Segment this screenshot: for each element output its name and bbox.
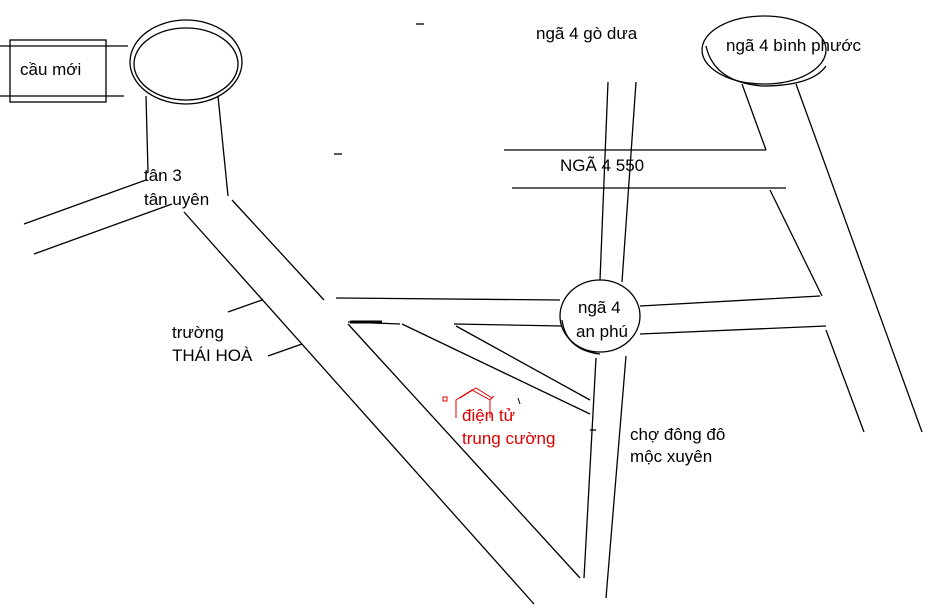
label-nga4-550: NGÃ 4 550 bbox=[560, 156, 644, 175]
label-dien-tu: điện tử bbox=[462, 406, 515, 425]
label-cau-moi: cầu mới bbox=[20, 60, 81, 79]
roundabout-top-left bbox=[129, 19, 243, 105]
label-tan3: tân 3 bbox=[144, 166, 182, 185]
stray-marks bbox=[334, 23, 424, 324]
label-trung-cuong: trung cường bbox=[462, 429, 555, 448]
cau-moi-box bbox=[0, 39, 128, 103]
label-nga4-an-phu-2: an phú bbox=[576, 322, 628, 341]
label-thai-hoa: THÁI HOÀ bbox=[172, 346, 253, 365]
roundabout-an-phu bbox=[559, 279, 641, 355]
label-tan-uyen: tân uyên bbox=[144, 190, 209, 209]
label-moc-xuyen: mộc xuyên bbox=[630, 447, 712, 466]
roundabout-binh-phuoc bbox=[701, 15, 827, 87]
store-house-icon bbox=[442, 387, 596, 431]
label-nga4-binh-phuoc: ngã 4 bình phước bbox=[726, 36, 862, 55]
label-nga4-an-phu-1: ngã 4 bbox=[578, 298, 621, 317]
label-cho-dong-do: chợ đông đô bbox=[630, 425, 725, 444]
roads bbox=[23, 81, 923, 605]
label-nga4-go-dua: ngã 4 gò dưa bbox=[536, 24, 638, 43]
label-truong: trường bbox=[172, 323, 224, 342]
